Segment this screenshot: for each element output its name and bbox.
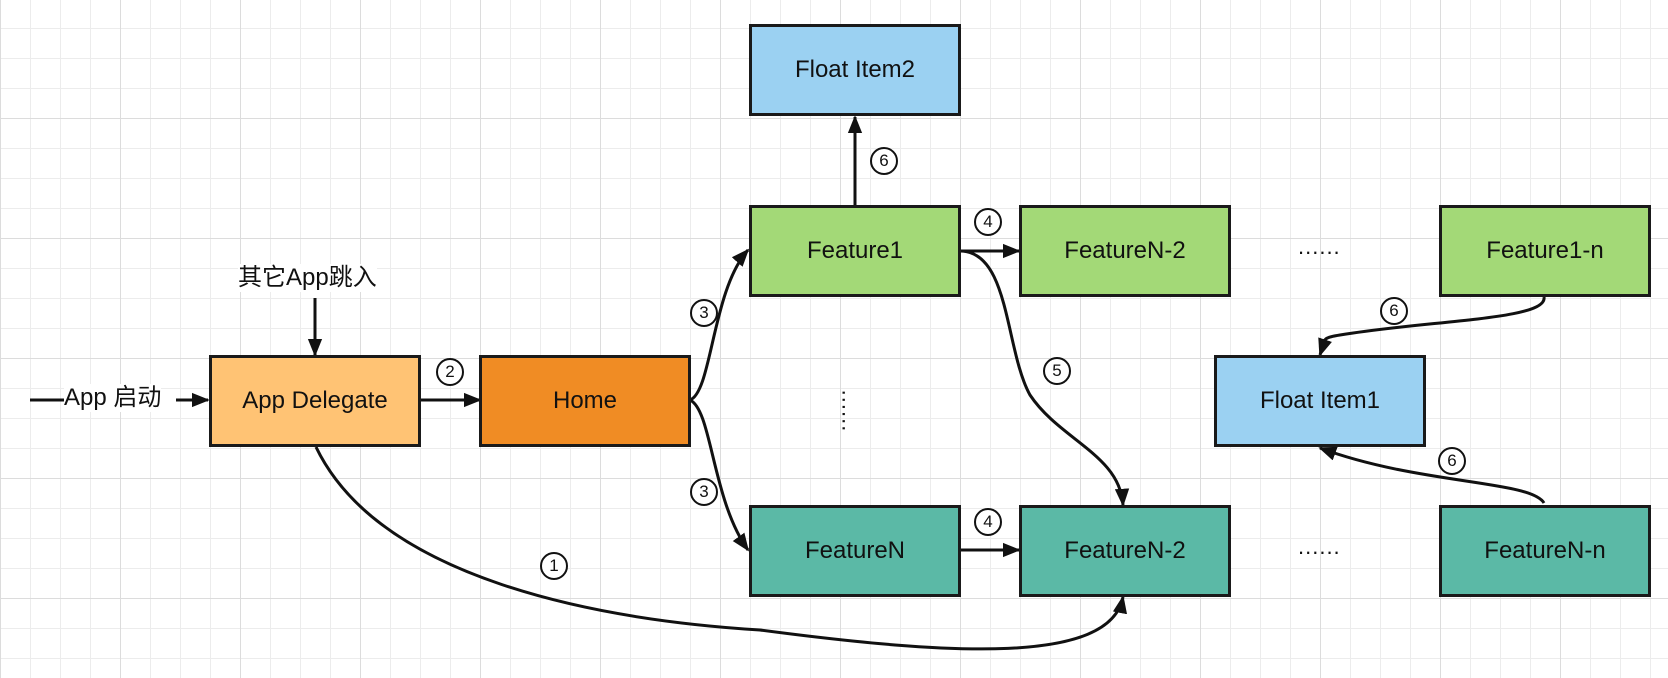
step-badge-6-float2: 6	[870, 147, 898, 175]
step-badge-6-featureNn: 6	[1438, 447, 1466, 475]
node-featureN-n[interactable]: FeatureN-n	[1439, 505, 1651, 597]
ellipsis-vertical: ......	[837, 389, 863, 433]
step-badge-6-feature1n: 6	[1380, 297, 1408, 325]
step-badge-4-top: 4	[974, 208, 1002, 236]
node-home[interactable]: Home	[479, 355, 691, 447]
edge-step3-down	[689, 398, 750, 552]
step-badge-1: 1	[540, 552, 568, 580]
edge-step6-feature1n	[1318, 296, 1546, 357]
node-app-delegate[interactable]: App Delegate	[209, 355, 421, 447]
node-feature1-next-label: FeatureN-2	[1064, 237, 1186, 264]
edge-step3-up	[689, 248, 750, 402]
step-badge-3-down: 3	[690, 478, 718, 506]
node-feature1[interactable]: Feature1	[749, 205, 961, 297]
node-feature1-next[interactable]: FeatureN-2	[1019, 205, 1231, 297]
node-feature1-n[interactable]: Feature1-n	[1439, 205, 1651, 297]
node-feature1-label: Feature1	[806, 237, 904, 264]
edge-step6-featureNn	[1318, 446, 1546, 504]
node-float-item1-label: Float Item1	[1259, 387, 1381, 414]
node-home-label: Home	[552, 387, 618, 414]
step-badge-3-up: 3	[690, 299, 718, 327]
node-app-delegate-label: App Delegate	[242, 387, 388, 414]
node-feature1-n-label: Feature1-n	[1486, 237, 1604, 264]
ellipsis-row1: ......	[1298, 234, 1341, 259]
step-badge-5: 5	[1043, 357, 1071, 385]
node-float-item2[interactable]: Float Item2	[749, 24, 961, 116]
node-featureN-label: FeatureN	[804, 537, 906, 564]
node-float-item1[interactable]: Float Item1	[1214, 355, 1426, 447]
ellipsis-row2: ......	[1298, 534, 1341, 559]
step-badge-4-bottom: 4	[974, 508, 1002, 536]
node-featureN-n-label: FeatureN-n	[1484, 537, 1606, 564]
node-featureN[interactable]: FeatureN	[749, 505, 961, 597]
label-app-launch: App 启动	[64, 384, 162, 412]
node-featureN-next[interactable]: FeatureN-2	[1019, 505, 1231, 597]
edge-step5	[959, 249, 1130, 507]
node-featureN-next-label: FeatureN-2	[1064, 537, 1186, 564]
label-other-app-jump: 其它App跳入	[238, 264, 377, 292]
step-badge-2: 2	[436, 358, 464, 386]
node-float-item2-label: Float Item2	[794, 56, 916, 83]
edge-step1	[314, 446, 1127, 651]
